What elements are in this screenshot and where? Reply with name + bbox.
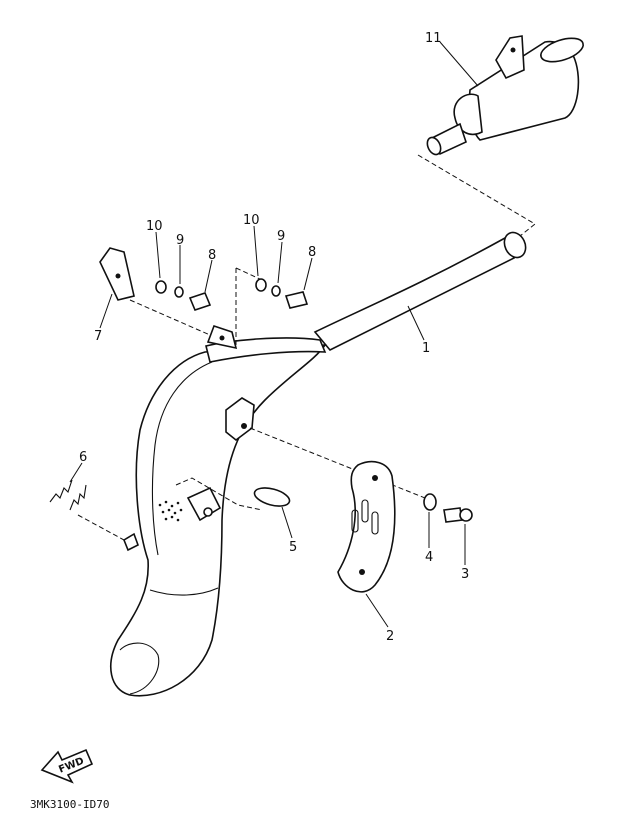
part-11-silencer: [426, 35, 584, 156]
callout-10-right: 10: [243, 213, 260, 228]
part-10-washer-right: [255, 278, 267, 292]
callout-6: 6: [79, 450, 87, 465]
forward-arrow-icon: FWD: [40, 748, 94, 784]
callout-10-left: 10: [146, 219, 163, 234]
part-4-collar: [423, 493, 437, 511]
callout-8-left: 8: [208, 248, 216, 263]
callout-4: 4: [425, 550, 433, 565]
callout-8-right: 8: [308, 245, 316, 260]
callout-7: 7: [94, 329, 102, 344]
diagram-code: 3MK3100-ID70: [30, 798, 109, 811]
part-2-protector: [337, 460, 396, 593]
connection-line-bracket: [129, 299, 211, 336]
part-7-bracket: [99, 247, 135, 301]
part-8-bolt-right: [284, 291, 309, 309]
callout-9-left: 9: [176, 233, 184, 248]
part-10-washer-left: [155, 280, 167, 294]
callout-9-right: 9: [277, 229, 285, 244]
part-9-lockwasher-right: [271, 285, 281, 297]
connection-line-gasket: [175, 477, 263, 511]
part-6-springs: [49, 479, 87, 511]
part-1-exhaust-pipe: [110, 231, 527, 697]
hardware-set-left: [155, 280, 212, 311]
hardware-set-right: [255, 278, 309, 309]
part-3-bolt: [443, 507, 473, 523]
leader-lines: [69, 41, 479, 628]
callout-1: 1: [422, 341, 430, 356]
callout-2: 2: [386, 629, 394, 644]
part-8-bolt-left: [188, 292, 212, 311]
connection-line-silencer: [417, 154, 536, 237]
part-9-lockwasher-left: [174, 286, 184, 298]
callout-3: 3: [461, 567, 469, 582]
connection-line-protector: [249, 427, 431, 501]
connection-line-bolts-2: [235, 267, 263, 281]
callout-5: 5: [289, 540, 297, 555]
callout-11: 11: [425, 31, 442, 46]
connection-line-spring: [77, 514, 125, 541]
part-5-gasket: [253, 487, 291, 507]
perforation-pattern: [158, 500, 183, 522]
